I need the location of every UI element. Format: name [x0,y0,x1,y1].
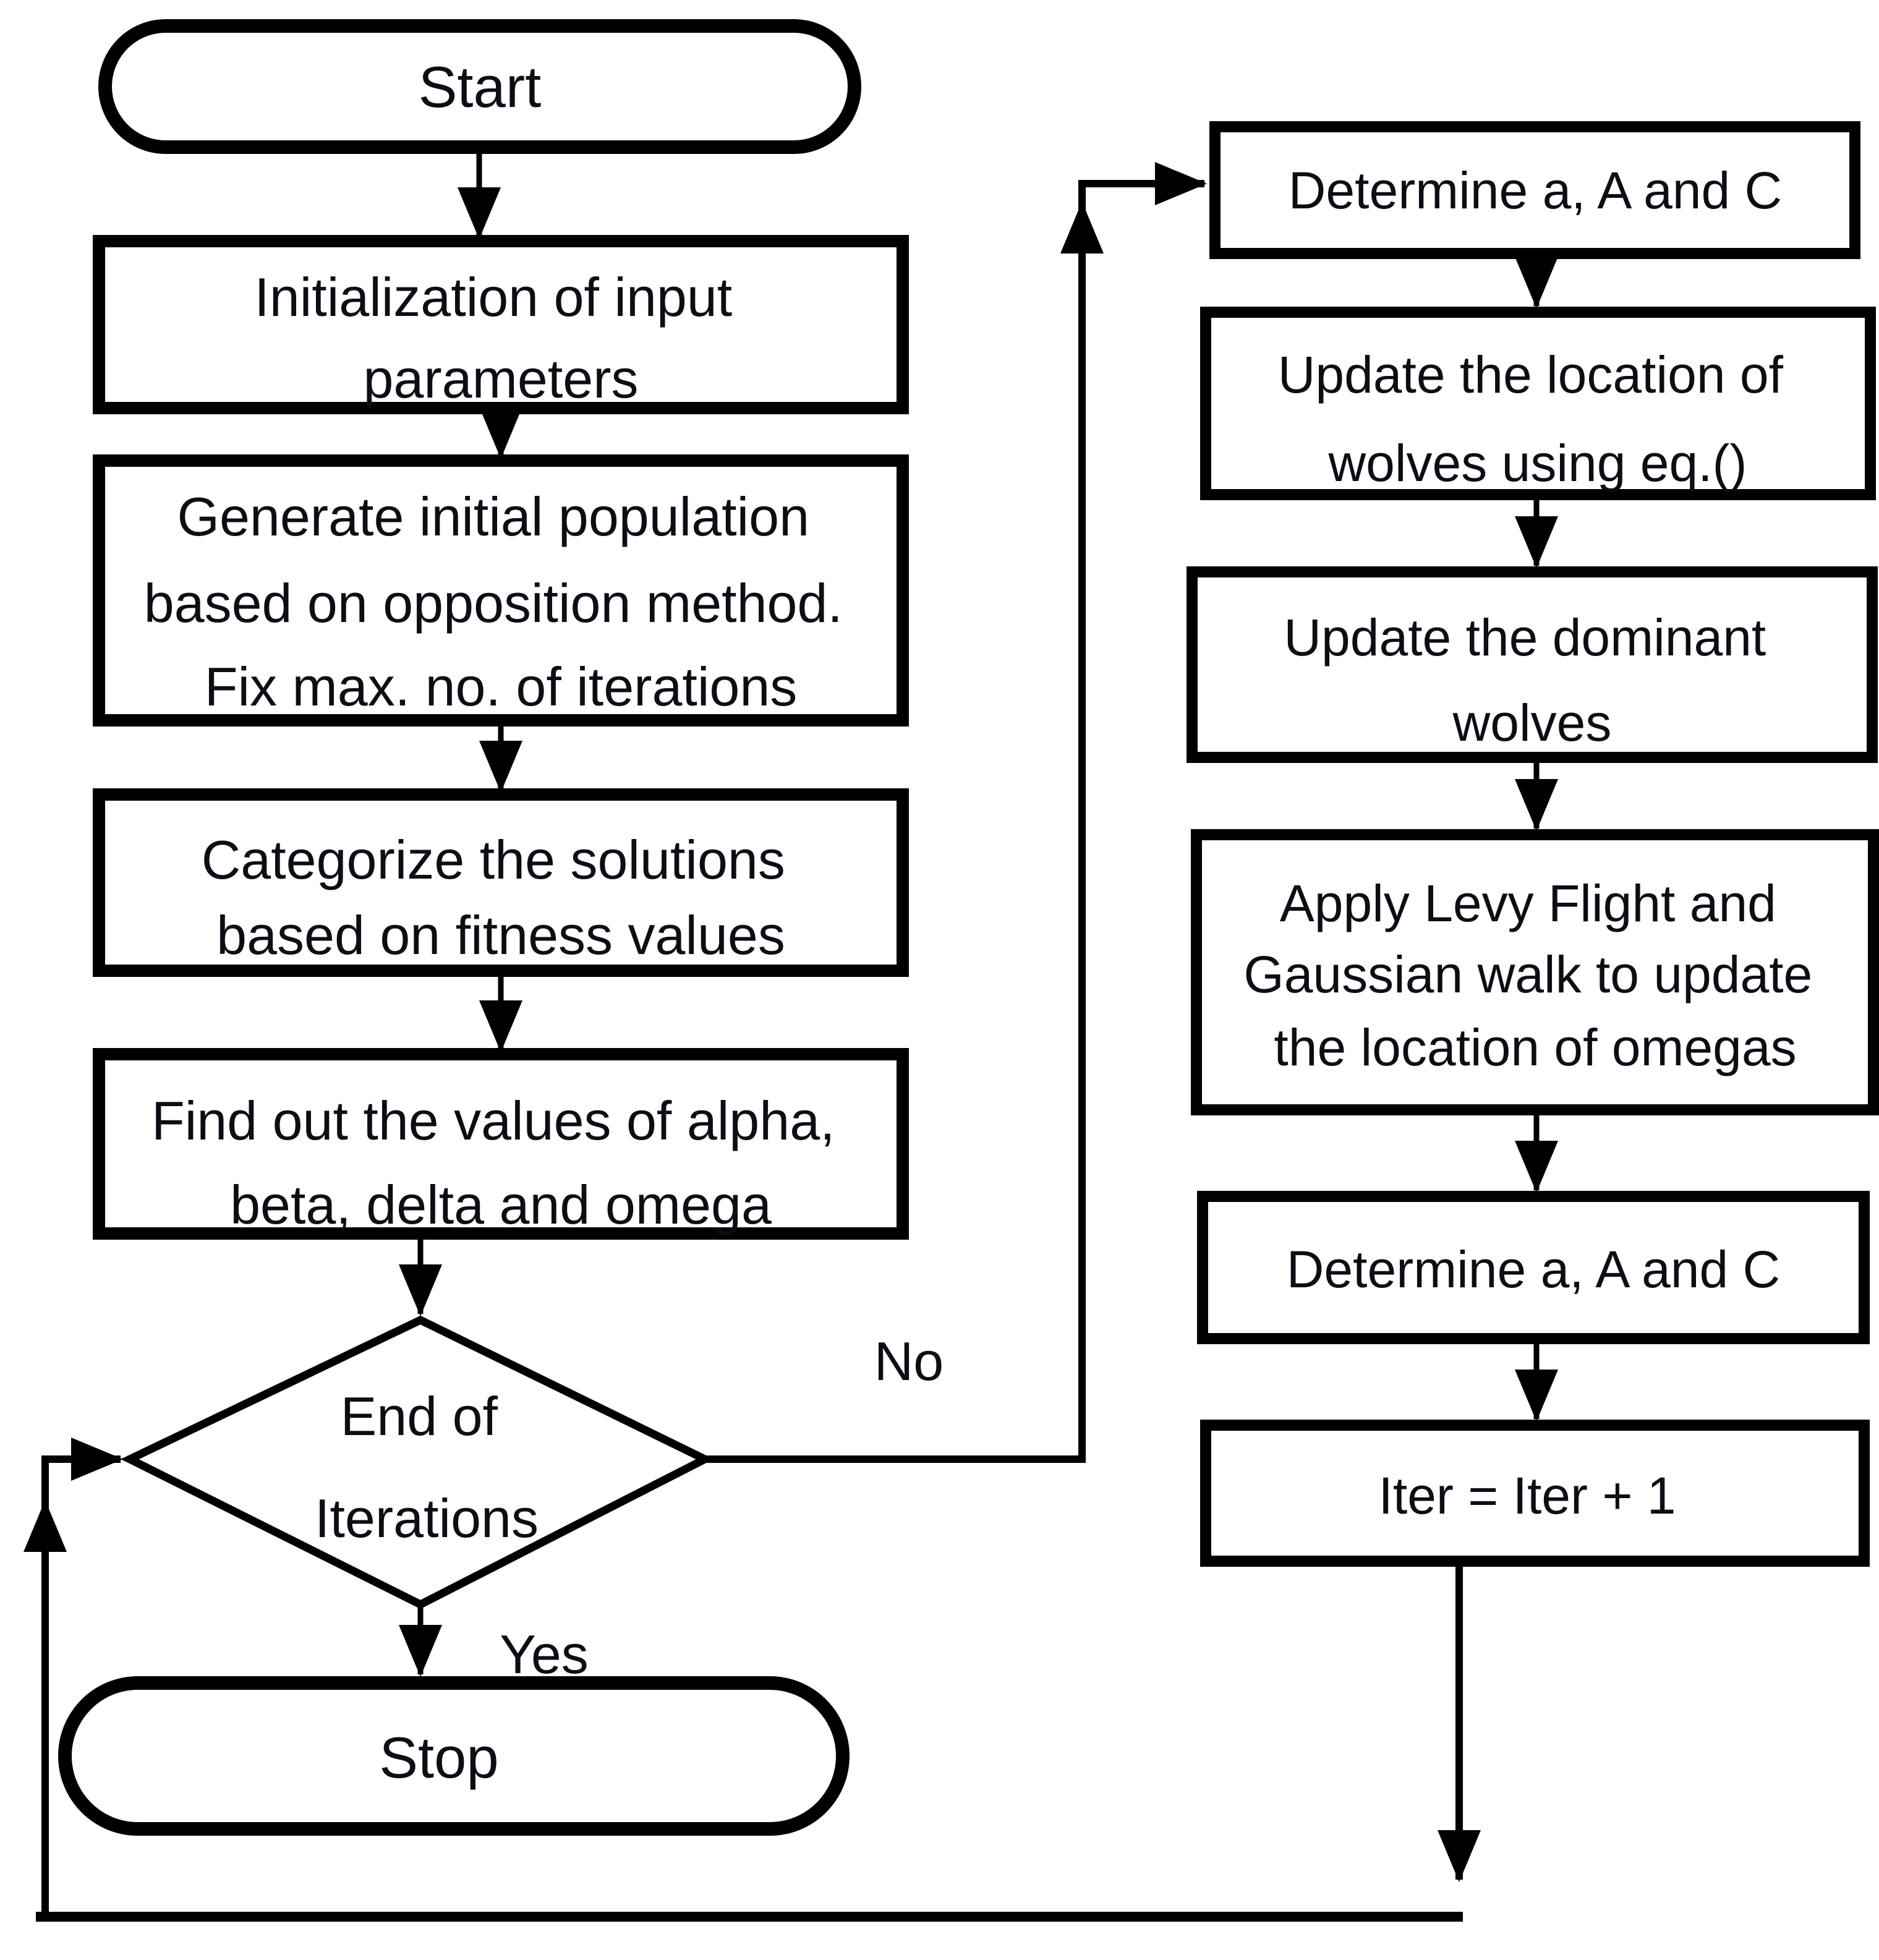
process-shape [93,1048,909,1240]
node-determine-a1-label: Determine a, A and C [1289,161,1782,219]
process-shape [1200,307,1876,500]
node-update-location-label: Update the location of wolves using eq.(… [1278,346,1798,492]
node-levy-flight-label: Apply Levy Flight and Gaussian walk to u… [1243,874,1826,1076]
process-shape [93,235,909,414]
node-start-label: Start [419,54,542,119]
node-end-iterations-label: End of Iterations [315,1386,539,1549]
process-shape [1209,121,1860,259]
node-iter-increment-label: Iter = Iter + 1 [1379,1467,1676,1525]
process-shape [1200,1420,1870,1567]
node-find-values: Find out the values of alpha, beta, delt… [93,1048,909,1240]
node-determine-a2: Determine a, A and C [1197,1191,1870,1344]
edge-decision-no-to-determine1 [706,162,1207,1463]
process-shape [93,788,909,977]
terminator-shape [58,1676,850,1836]
node-init-params: Initialization of input parameters [93,235,909,414]
label-no: No [874,1331,944,1392]
node-generate-population-label: Generate initial population based on opp… [144,486,858,717]
node-start: Start [98,19,861,154]
process-shape [93,454,909,726]
node-update-location: Update the location of wolves using eq.(… [1200,307,1876,500]
decision-shape [121,1315,714,1609]
node-categorize-label: Categorize the solutions based on fitnes… [202,829,801,966]
node-update-dominant: Update the dominant wolves [1187,566,1878,763]
edges [23,150,1558,1922]
edge-left-riser-to-decision [41,1438,123,1917]
process-shape [1197,1191,1870,1344]
node-stop-label: Stop [379,1725,498,1790]
label-yes: Yes [500,1624,589,1685]
process-shape [1187,566,1878,763]
node-determine-a2-label: Determine a, A and C [1287,1240,1780,1298]
node-levy-flight: Apply Levy Flight and Gaussian walk to u… [1191,829,1879,1115]
node-iter-increment: Iter = Iter + 1 [1200,1420,1870,1567]
terminator-shape [98,19,861,154]
node-find-values-label: Find out the values of alpha, beta, delt… [151,1090,850,1235]
node-generate-population: Generate initial population based on opp… [93,454,909,726]
node-end-iterations-decision: End of Iterations [121,1315,714,1609]
process-shape [1191,829,1879,1115]
node-stop: Stop [58,1676,850,1836]
node-update-dominant-label: Update the dominant wolves [1284,608,1780,752]
node-determine-a1: Determine a, A and C [1209,121,1860,259]
node-init-params-label: Initialization of input parameters [254,266,747,409]
node-categorize: Categorize the solutions based on fitnes… [93,788,909,977]
